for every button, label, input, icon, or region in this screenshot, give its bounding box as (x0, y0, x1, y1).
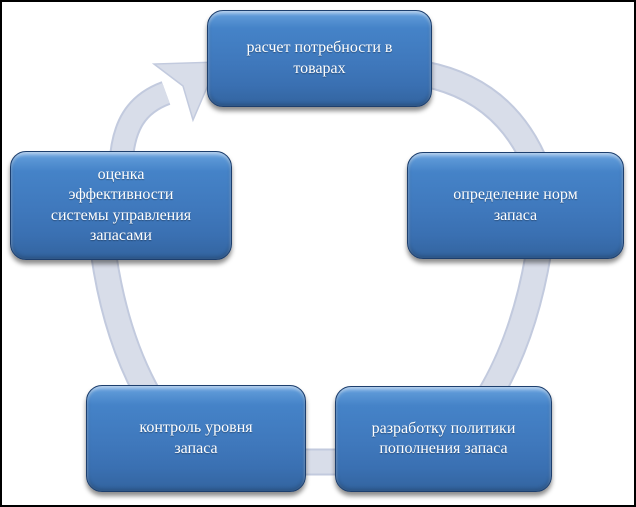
node-label: разработку политики пополнения запаса (371, 419, 516, 457)
node-label: контроль уровня запаса (139, 419, 253, 457)
node-label: оценка эффективности системы управления … (50, 165, 192, 244)
node-replenishment-policy: разработку политики пополнения запаса (335, 386, 552, 492)
node-stock-level-control: контроль уровня запаса (86, 385, 306, 492)
node-label: расчет потребности в товарах (246, 39, 393, 77)
cycle-arrowhead-icon (151, 61, 220, 123)
node-label: определение норм запаса (453, 186, 578, 224)
node-efficiency-evaluation: оценка эффективности системы управления … (10, 151, 232, 260)
node-demand-calculation: расчет потребности в товарах (207, 10, 432, 107)
node-stock-norms: определение норм запаса (407, 152, 624, 259)
